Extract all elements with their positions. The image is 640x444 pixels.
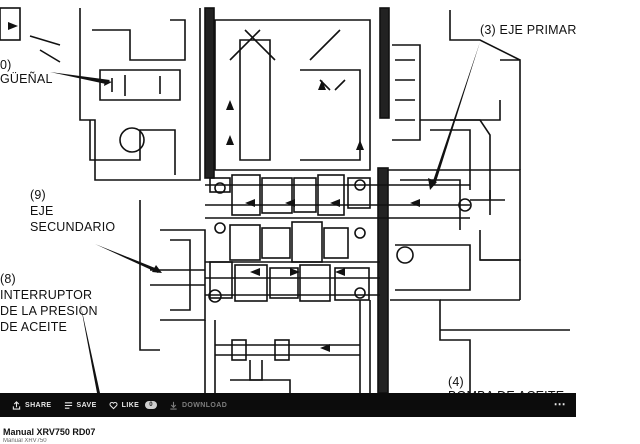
download-icon (170, 401, 177, 410)
oil-pump-number-label: (4) (448, 375, 464, 389)
like-button[interactable]: LIKE 0 (109, 401, 157, 410)
like-count-badge: 0 (145, 401, 157, 409)
document-toolbar: SHARE SAVE LIKE 0 DOWNLOAD ⋯ (0, 393, 576, 417)
oil-switch-label-line1: INTERRUPTOR (0, 288, 93, 302)
secondary-shaft-label-line2: SECUNDARIO (30, 220, 116, 234)
more-options-icon[interactable]: ⋯ (553, 397, 566, 411)
secondary-shaft-number-label: (9) (30, 188, 46, 202)
document-viewer[interactable]: 0) GÜEÑAL (3) EJE PRIMAR (9) EJE SECUNDA… (0, 0, 576, 393)
engine-oil-circuit-diagram (0, 7, 570, 393)
document-title: Manual XRV750 RD07 (3, 427, 96, 437)
oil-switch-number-label: (8) (0, 272, 16, 286)
oil-switch-label-line3: DE ACEITE (0, 320, 68, 334)
document-subtitle: Manual XRV750 (3, 438, 47, 444)
heart-icon (109, 401, 118, 409)
side-panel (576, 0, 640, 444)
like-label: LIKE (121, 401, 140, 409)
share-label: SHARE (25, 401, 52, 409)
save-icon (64, 401, 72, 409)
share-icon (12, 400, 21, 410)
primary-shaft-label: (3) EJE PRIMAR (480, 23, 576, 37)
oil-switch-label-line2: DE LA PRESION (0, 304, 98, 318)
save-label: SAVE (76, 401, 97, 409)
oil-pump-label: BOMBA DE ACEITE (448, 389, 564, 393)
secondary-shaft-label-line1: EJE (30, 204, 54, 218)
download-label: DOWNLOAD (181, 401, 228, 409)
crankshaft-label: GÜEÑAL (0, 72, 53, 86)
download-button[interactable]: DOWNLOAD (169, 401, 227, 410)
crankshaft-number-label: 0) (0, 58, 12, 72)
share-button[interactable]: SHARE (12, 400, 52, 410)
save-button[interactable]: SAVE (64, 401, 97, 410)
document-info: Manual XRV750 RD07 Manual XRV750 (0, 417, 576, 444)
